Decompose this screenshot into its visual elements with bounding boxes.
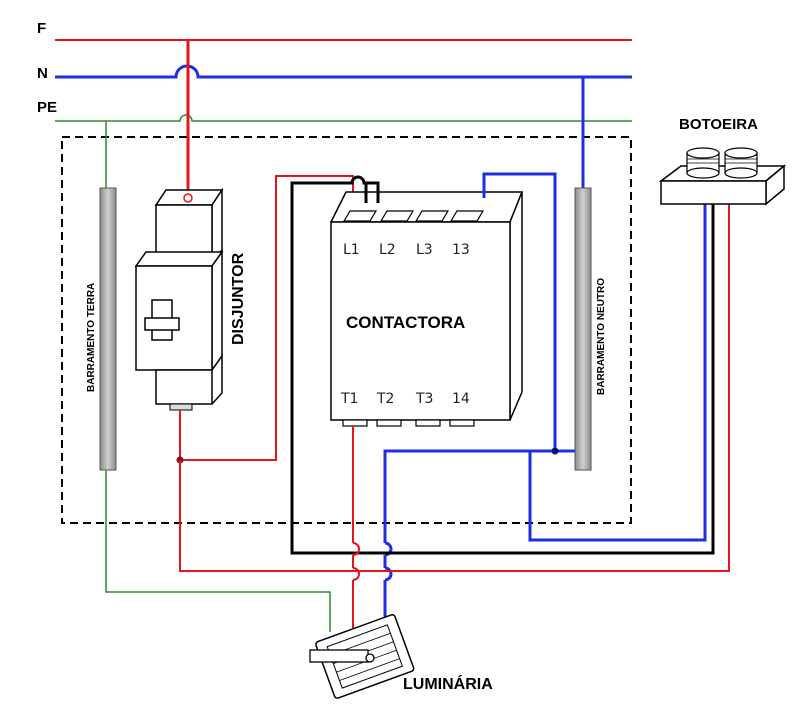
breaker-label: DISJUNTOR	[230, 252, 247, 345]
wire-return-black	[290, 175, 715, 555]
terminal-13: 13	[452, 242, 470, 258]
wire-earth-to-luminaire	[105, 470, 331, 632]
terminal-t1: T1	[340, 391, 358, 407]
line-f-label: F	[37, 20, 46, 37]
line-n-label: N	[37, 65, 48, 82]
neutral-busbar: BARRAMENTO NEUTRO	[574, 77, 607, 471]
contactor-top-terminals	[342, 210, 485, 222]
panel-enclosure	[61, 136, 632, 524]
terminal-l2: L2	[379, 242, 396, 258]
luminaire: LUMINÁRIA	[309, 613, 493, 699]
wire-t1-to-luminaire	[352, 426, 360, 628]
wire-phase-to-pushbutton	[179, 204, 730, 572]
wire-neutral-to-luminaire	[383, 447, 575, 628]
pushbutton-2	[724, 147, 758, 179]
contactor-bottom-terminals	[342, 419, 475, 427]
earth-busbar: BARRAMENTO TERRA	[86, 121, 117, 471]
terminal-t3: T3	[415, 391, 433, 407]
circuit-breaker: DISJUNTOR	[134, 40, 247, 411]
contactor-label: CONTACTORA	[346, 313, 465, 332]
pushbutton-station: BOTOEIRA	[658, 116, 787, 206]
terminal-l3: L3	[416, 242, 433, 258]
terminal-l1: L1	[343, 242, 360, 258]
pushbutton-1	[686, 147, 720, 179]
supply-line-pe	[55, 114, 632, 122]
contactor: L1 L2 L3 13 T1 T2 T3 14 CONTACTORA	[329, 191, 524, 427]
luminaire-label: LUMINÁRIA	[403, 674, 493, 693]
terminal-t2: T2	[376, 391, 394, 407]
pushbutton-label: BOTOEIRA	[679, 116, 758, 133]
neutral-busbar-label: BARRAMENTO NEUTRO	[596, 278, 607, 395]
line-pe-label: PE	[37, 99, 57, 116]
terminal-14: 14	[452, 391, 470, 407]
supply-line-n	[55, 64, 632, 79]
earth-busbar-label: BARRAMENTO TERRA	[86, 283, 97, 392]
